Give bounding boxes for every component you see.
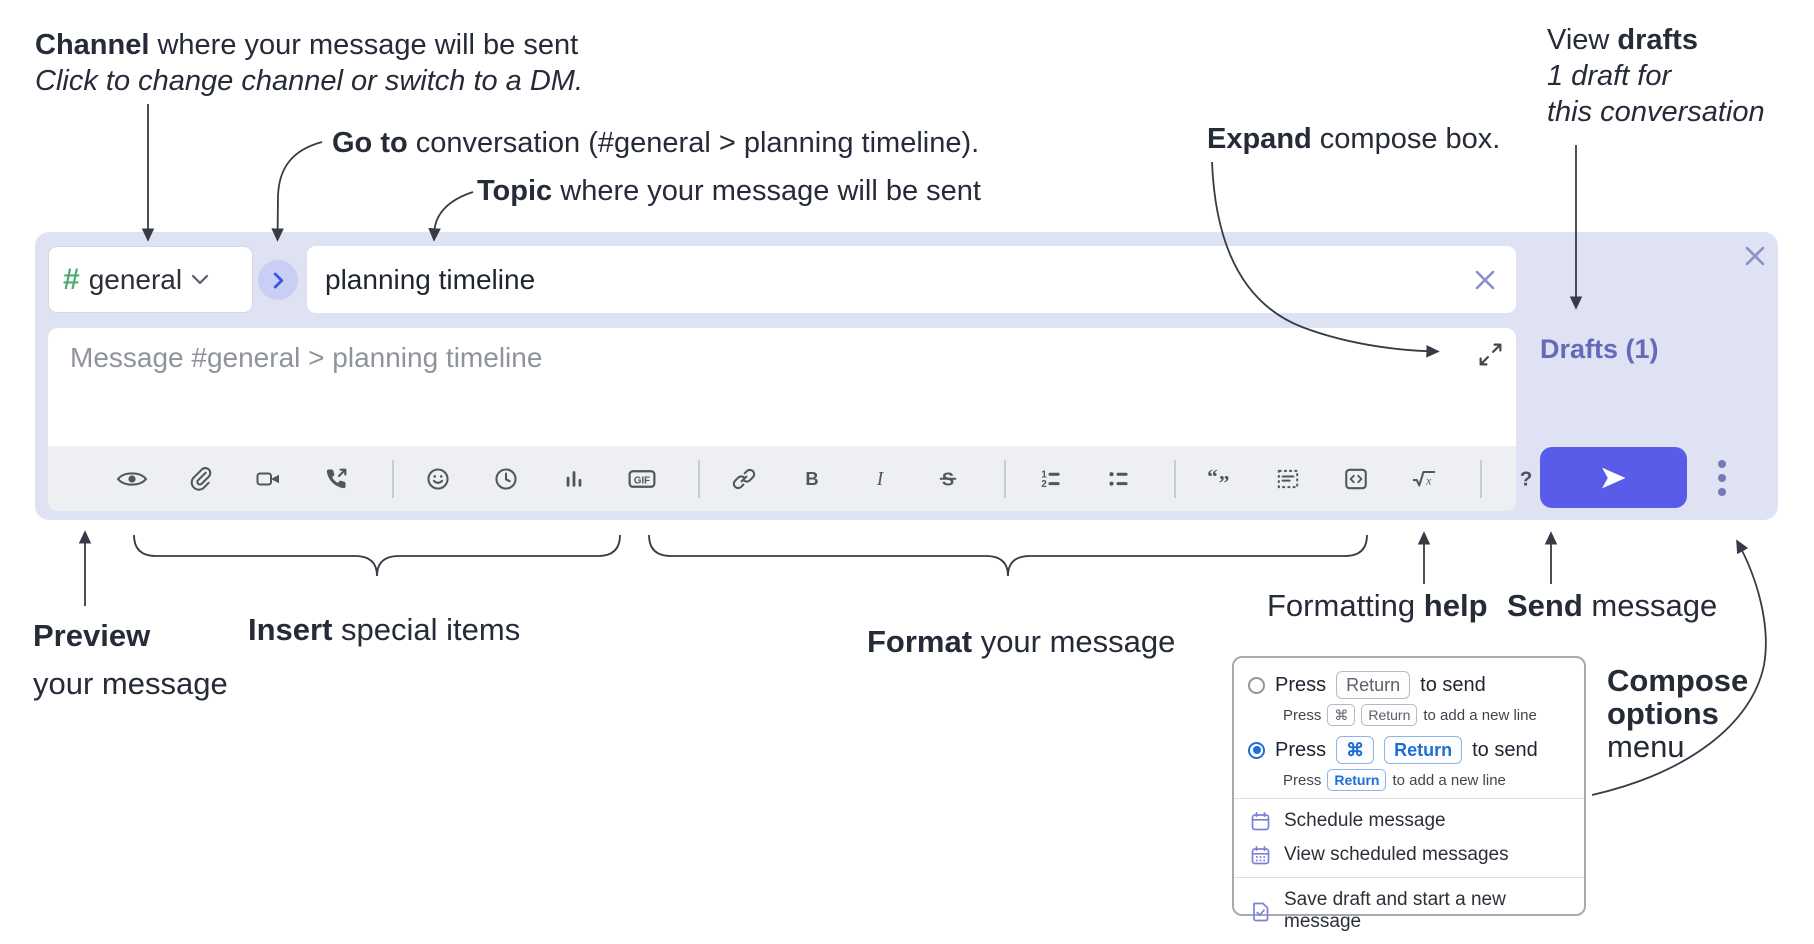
radio-selected-icon[interactable]	[1248, 741, 1265, 759]
svg-text:B: B	[805, 467, 818, 488]
toolbar-divider	[1480, 459, 1482, 498]
preview-annotation: Preview your message	[33, 618, 228, 701]
send-annotation: Send message	[1507, 588, 1718, 623]
link-icon[interactable]	[722, 457, 766, 501]
expand-compose-icon[interactable]	[1477, 341, 1504, 368]
blockquote-icon[interactable]: “„	[1198, 457, 1242, 501]
poll-icon[interactable]	[552, 457, 596, 501]
cmd-return-to-send-subtext: Press Return to add a new line	[1283, 769, 1584, 791]
cmd-return-to-send-option[interactable]: Press ⌘ Return to send	[1234, 733, 1584, 767]
formula-icon[interactable]: x	[1402, 457, 1446, 501]
channel-name: general	[88, 263, 183, 295]
toolbar-divider	[392, 459, 394, 498]
emoji-icon[interactable]	[416, 457, 460, 501]
svg-text:GIF: GIF	[634, 475, 650, 486]
italic-icon[interactable]: I	[858, 457, 902, 501]
compose-options-annotation: Compose options menu	[1607, 663, 1749, 764]
formatting-help-annotation: Formatting help	[1267, 588, 1488, 623]
svg-text:?: ?	[1520, 467, 1533, 490]
cmd-key: ⌘	[1327, 704, 1356, 726]
view-scheduled-messages-item[interactable]: View scheduled messages	[1234, 838, 1584, 872]
goto-conversation-button[interactable]	[258, 260, 298, 300]
preview-icon[interactable]	[110, 457, 154, 501]
return-key: Return	[1336, 671, 1411, 699]
bold-icon[interactable]: B	[790, 457, 834, 501]
topic-value: planning timeline	[325, 263, 536, 295]
return-to-send-option[interactable]: Press Return to send	[1234, 668, 1584, 702]
topic-annotation: Topic where your message will be sent	[477, 175, 981, 207]
toolbar-divider	[1004, 459, 1006, 498]
channel-selector[interactable]: # general	[48, 246, 253, 313]
return-key: Return	[1327, 769, 1387, 791]
channel-annotation-sub: Click to change channel or switch to a D…	[35, 65, 584, 97]
menu-divider	[1234, 798, 1584, 799]
draft-check-icon	[1253, 902, 1269, 921]
svg-text:„: „	[1219, 466, 1230, 484]
gif-icon[interactable]: GIF	[620, 457, 664, 501]
svg-text:I: I	[876, 468, 885, 489]
channel-annotation: Channel where your message will be sent …	[35, 29, 584, 97]
clear-topic-icon[interactable]	[1472, 267, 1498, 293]
audio-call-icon[interactable]	[314, 457, 358, 501]
attachment-icon[interactable]	[178, 457, 222, 501]
calendar-icon	[1251, 811, 1270, 830]
chevron-down-icon	[191, 274, 209, 285]
strikethrough-icon[interactable]: S	[926, 457, 970, 501]
save-draft-item[interactable]: Save draft and start a new message	[1234, 883, 1584, 939]
chevron-right-icon	[273, 272, 283, 288]
message-placeholder: Message #general > planning timeline	[70, 342, 543, 373]
format-annotation: Format your message	[867, 624, 1176, 659]
expand-annotation: Expand compose box.	[1207, 123, 1501, 155]
bulleted-list-icon[interactable]	[1096, 457, 1140, 501]
send-button[interactable]	[1540, 447, 1687, 508]
menu-divider	[1234, 877, 1584, 878]
return-key: Return	[1384, 736, 1463, 764]
channel-annotation-bold: Channel	[35, 29, 150, 61]
send-plane-icon	[1602, 467, 1626, 488]
clock-icon[interactable]	[484, 457, 528, 501]
drafts-annotation: View drafts 1 draft for this conversatio…	[1547, 24, 1765, 128]
drafts-link[interactable]: Drafts (1)	[1540, 334, 1659, 364]
return-key: Return	[1361, 704, 1418, 726]
toolbar-divider	[698, 459, 700, 498]
radio-unselected-icon[interactable]	[1248, 676, 1265, 694]
video-icon[interactable]	[246, 457, 290, 501]
svg-text:x: x	[1425, 473, 1432, 487]
return-to-send-subtext: Press ⌘ Return to add a new line	[1283, 704, 1584, 726]
code-block-icon[interactable]	[1266, 457, 1310, 501]
compose-options-button[interactable]	[1718, 460, 1726, 496]
topic-input[interactable]: planning timeline	[307, 246, 1516, 313]
channel-hash-icon: #	[63, 262, 80, 296]
calendar-grid-icon	[1251, 845, 1270, 864]
goto-annotation: Go to conversation (#general > planning …	[332, 127, 980, 159]
code-snippet-icon[interactable]	[1334, 457, 1378, 501]
toolbar-divider	[1174, 459, 1176, 498]
help-icon[interactable]: ?	[1504, 457, 1548, 501]
insert-annotation: Insert special items	[248, 612, 521, 647]
cmd-key: ⌘	[1336, 736, 1375, 764]
message-input[interactable]: Message #general > planning timeline GIF…	[48, 328, 1532, 511]
svg-text:1: 1	[1041, 469, 1047, 480]
svg-text:“: “	[1207, 466, 1218, 488]
compose-options-menu: Press Return to send Press ⌘ Return to a…	[1232, 656, 1586, 932]
svg-text:2: 2	[1041, 479, 1047, 490]
close-compose-icon[interactable]	[1741, 242, 1769, 270]
schedule-message-item[interactable]: Schedule message	[1234, 804, 1584, 838]
